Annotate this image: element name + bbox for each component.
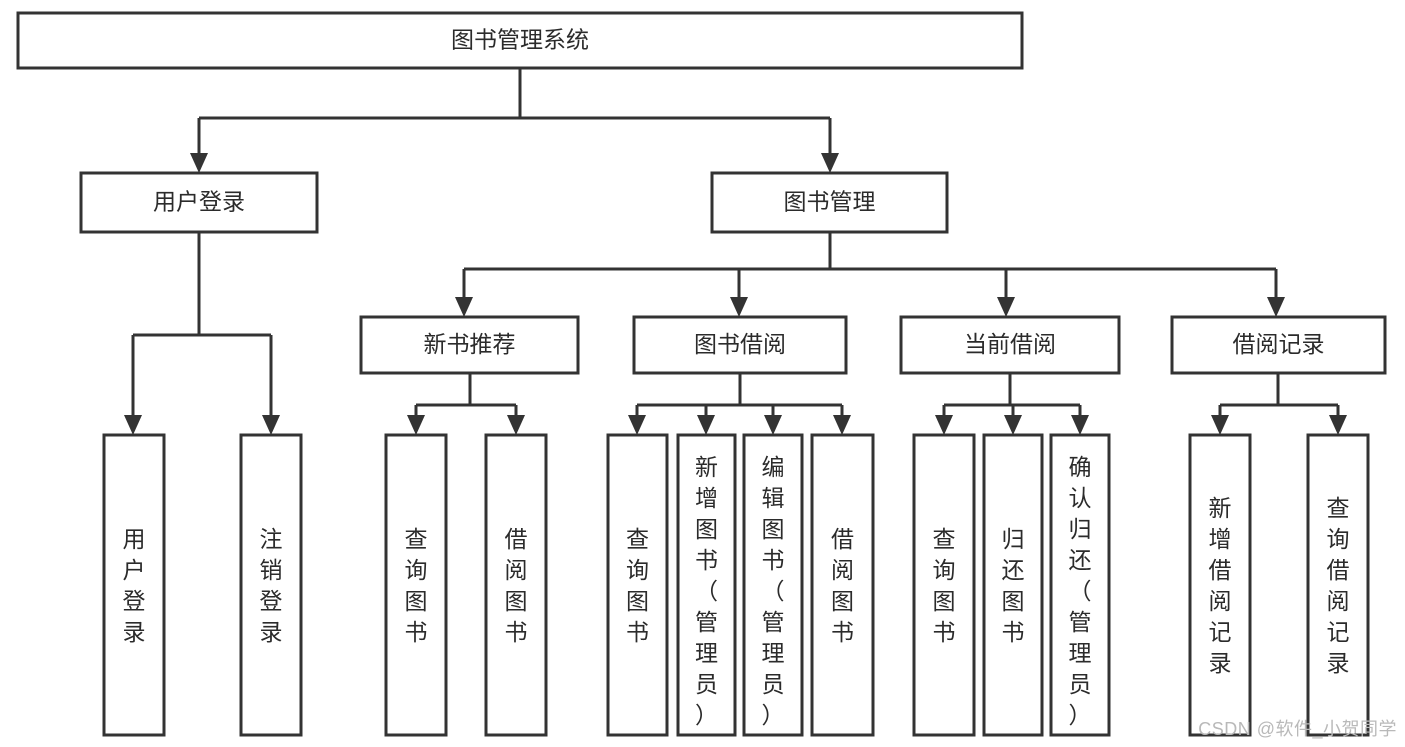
node-leaf-add-record[interactable]: 新增借阅记录	[1188, 433, 1252, 737]
node-box-leaf-query-book-3[interactable]	[912, 433, 976, 737]
node-current[interactable]: 当前借阅	[899, 315, 1121, 375]
node-leaf-borrow-book-1[interactable]: 借阅图书	[484, 433, 548, 737]
node-leaf-query-book-2[interactable]: 查询图书	[606, 433, 669, 737]
node-label-leaf-borrow-book-2: 借阅图书	[831, 526, 854, 645]
node-label-bookmgmt: 图书管理	[784, 189, 876, 215]
node-box-borrow[interactable]	[632, 315, 848, 375]
node-label-leaf-confirm-return: 确认归还（管理员）	[1069, 454, 1092, 728]
node-leaf-user-login[interactable]: 用户登录	[102, 433, 166, 737]
node-borrow[interactable]: 图书借阅	[632, 315, 848, 375]
node-label-leaf-query-book-3: 查询图书	[933, 526, 956, 645]
node-label-leaf-query-book-1: 查询图书	[405, 526, 428, 645]
node-box-bookmgmt[interactable]	[710, 171, 949, 234]
node-label-leaf-add-book: 新增图书（管理员）	[695, 454, 718, 728]
node-label-current: 当前借阅	[964, 331, 1056, 357]
node-box-leaf-query-record[interactable]	[1306, 433, 1370, 737]
connector-login-fan	[124, 232, 280, 435]
node-label-leaf-logout: 注销登录	[260, 526, 283, 645]
node-box-leaf-query-book-1[interactable]	[384, 433, 448, 737]
node-bookmgmt[interactable]: 图书管理	[710, 171, 949, 234]
node-label-leaf-edit-book: 编辑图书（管理员）	[762, 454, 785, 728]
node-label-newbook: 新书推荐	[424, 331, 516, 357]
node-leaf-borrow-book-2[interactable]: 借阅图书	[810, 433, 875, 737]
node-label-leaf-user-login: 用户登录	[123, 526, 146, 645]
node-box-records[interactable]	[1170, 315, 1387, 375]
node-box-leaf-borrow-book-1[interactable]	[484, 433, 548, 737]
connector-bookmgmt-fan	[455, 232, 1285, 317]
node-leaf-query-book-1[interactable]: 查询图书	[384, 433, 448, 737]
nodes-layer: 图书管理系统用户登录图书管理新书推荐图书借阅当前借阅借阅记录用户登录注销登录查询…	[16, 11, 1387, 737]
node-box-login[interactable]	[79, 171, 319, 234]
node-label-login: 用户登录	[153, 189, 245, 215]
edges-layer	[124, 68, 1347, 435]
node-records[interactable]: 借阅记录	[1170, 315, 1387, 375]
node-leaf-edit-book[interactable]: 编辑图书（管理员）	[742, 433, 804, 737]
node-box-leaf-confirm-return[interactable]	[1049, 433, 1111, 737]
node-label-leaf-query-record: 查询借阅记录	[1327, 495, 1350, 676]
node-box-leaf-borrow-book-2[interactable]	[810, 433, 875, 737]
node-label-records: 借阅记录	[1233, 331, 1325, 357]
node-box-leaf-query-book-2[interactable]	[606, 433, 669, 737]
node-box-leaf-logout[interactable]	[239, 433, 303, 737]
node-leaf-confirm-return[interactable]: 确认归还（管理员）	[1049, 433, 1111, 737]
connector-borrow-fan	[628, 373, 851, 435]
node-leaf-logout[interactable]: 注销登录	[239, 433, 303, 737]
node-label-leaf-return-book: 归还图书	[1002, 526, 1025, 645]
connector-current-fan	[935, 373, 1089, 435]
node-box-newbook[interactable]	[359, 315, 580, 375]
connector-records-fan	[1211, 373, 1347, 435]
node-label-borrow: 图书借阅	[694, 331, 786, 357]
node-login[interactable]: 用户登录	[79, 171, 319, 234]
node-label-root: 图书管理系统	[451, 27, 589, 53]
node-box-leaf-edit-book[interactable]	[742, 433, 804, 737]
node-leaf-query-book-3[interactable]: 查询图书	[912, 433, 976, 737]
watermark-label: CSDN @软件_小贺同学	[1198, 719, 1397, 739]
node-leaf-add-book[interactable]: 新增图书（管理员）	[676, 433, 737, 737]
node-label-leaf-query-book-2: 查询图书	[626, 526, 649, 645]
connector-root-fan	[190, 68, 839, 173]
node-box-current[interactable]	[899, 315, 1121, 375]
connector-newbook-fan	[407, 373, 525, 435]
node-leaf-query-record[interactable]: 查询借阅记录	[1306, 433, 1370, 737]
node-label-leaf-borrow-book-1: 借阅图书	[505, 526, 528, 645]
node-box-leaf-add-record[interactable]	[1188, 433, 1252, 737]
node-label-leaf-add-record: 新增借阅记录	[1209, 495, 1232, 676]
node-leaf-return-book[interactable]: 归还图书	[982, 433, 1044, 737]
node-box-leaf-add-book[interactable]	[676, 433, 737, 737]
node-root[interactable]: 图书管理系统	[16, 11, 1024, 70]
node-newbook[interactable]: 新书推荐	[359, 315, 580, 375]
node-box-leaf-return-book[interactable]	[982, 433, 1044, 737]
node-box-leaf-user-login[interactable]	[102, 433, 166, 737]
node-box-root[interactable]	[16, 11, 1024, 70]
